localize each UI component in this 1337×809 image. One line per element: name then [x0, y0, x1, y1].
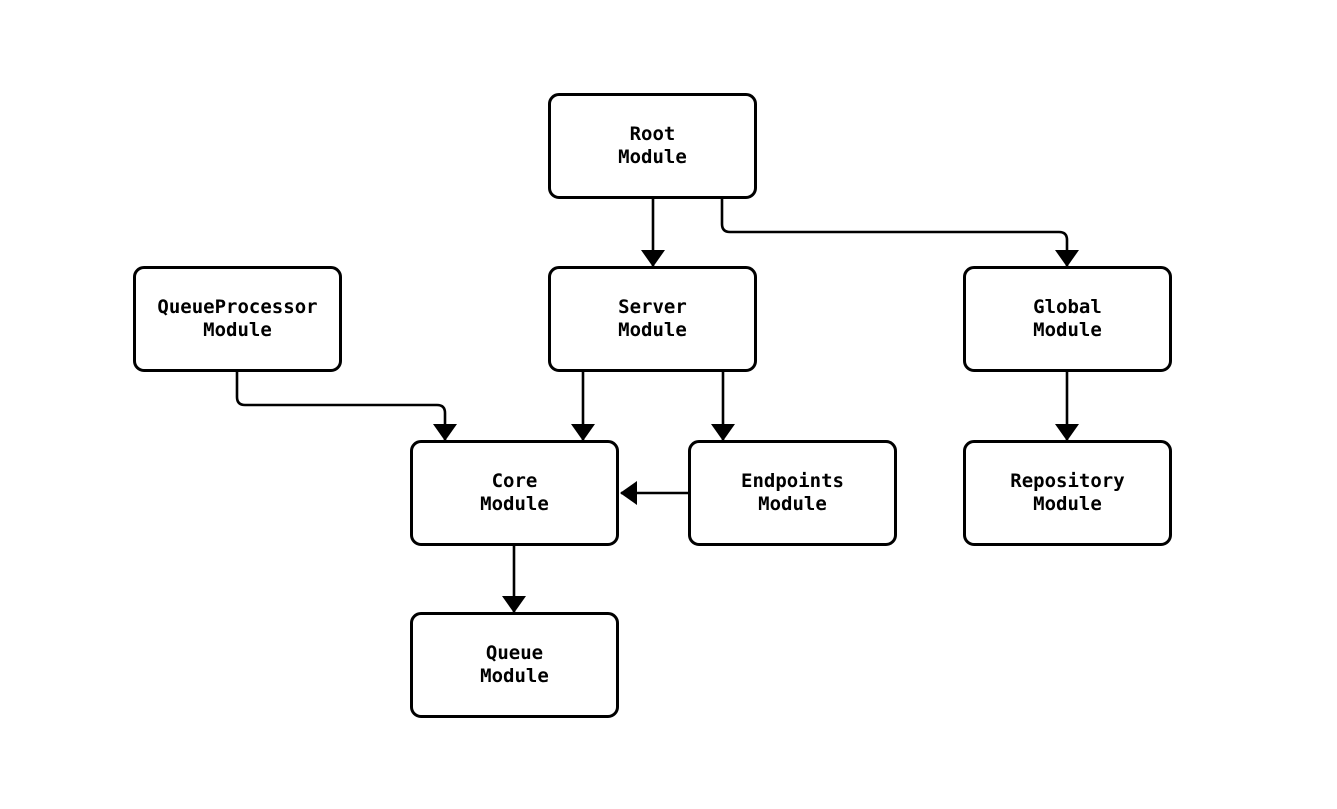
node-label-line: Root — [629, 123, 676, 145]
node-core-module-label: Core Module — [480, 470, 549, 516]
node-queue-module-label: Queue Module — [480, 642, 549, 688]
node-endpoints-module-label: Endpoints Module — [741, 470, 844, 516]
node-root-module-label: Root Module — [618, 123, 687, 169]
node-label-line: Module — [480, 493, 549, 515]
node-queueprocessor-module: QueueProcessor Module — [133, 266, 342, 372]
edge-queueprocessor-to-core — [235, 372, 457, 441]
node-label-line: Module — [1033, 319, 1102, 341]
node-label-line: Repository — [1010, 470, 1125, 492]
node-repository-module-label: Repository Module — [1010, 470, 1124, 516]
node-root-module: Root Module — [548, 93, 757, 199]
node-label-line: Module — [618, 146, 687, 168]
node-queue-module: Queue Module — [410, 612, 619, 718]
edge-root-to-global — [720, 199, 1079, 267]
node-global-module: Global Module — [963, 266, 1172, 372]
node-label-line: Module — [618, 319, 687, 341]
node-label-line: Endpoints — [741, 470, 844, 492]
node-label-line: Server — [618, 296, 687, 318]
node-label-line: Module — [758, 493, 827, 515]
node-core-module: Core Module — [410, 440, 619, 546]
node-endpoints-module: Endpoints Module — [688, 440, 897, 546]
node-label-line: Core — [491, 470, 538, 492]
node-queueprocessor-module-label: QueueProcessor Module — [157, 296, 317, 342]
node-server-module: Server Module — [548, 266, 757, 372]
node-label-line: Global — [1033, 296, 1102, 318]
node-server-module-label: Server Module — [618, 296, 687, 342]
node-label-line: Module — [203, 319, 272, 341]
node-global-module-label: Global Module — [1033, 296, 1102, 342]
node-label-line: Module — [1033, 493, 1102, 515]
node-repository-module: Repository Module — [963, 440, 1172, 546]
node-label-line: Module — [480, 665, 549, 687]
node-label-line: QueueProcessor — [157, 296, 318, 318]
node-label-line: Queue — [485, 642, 544, 664]
